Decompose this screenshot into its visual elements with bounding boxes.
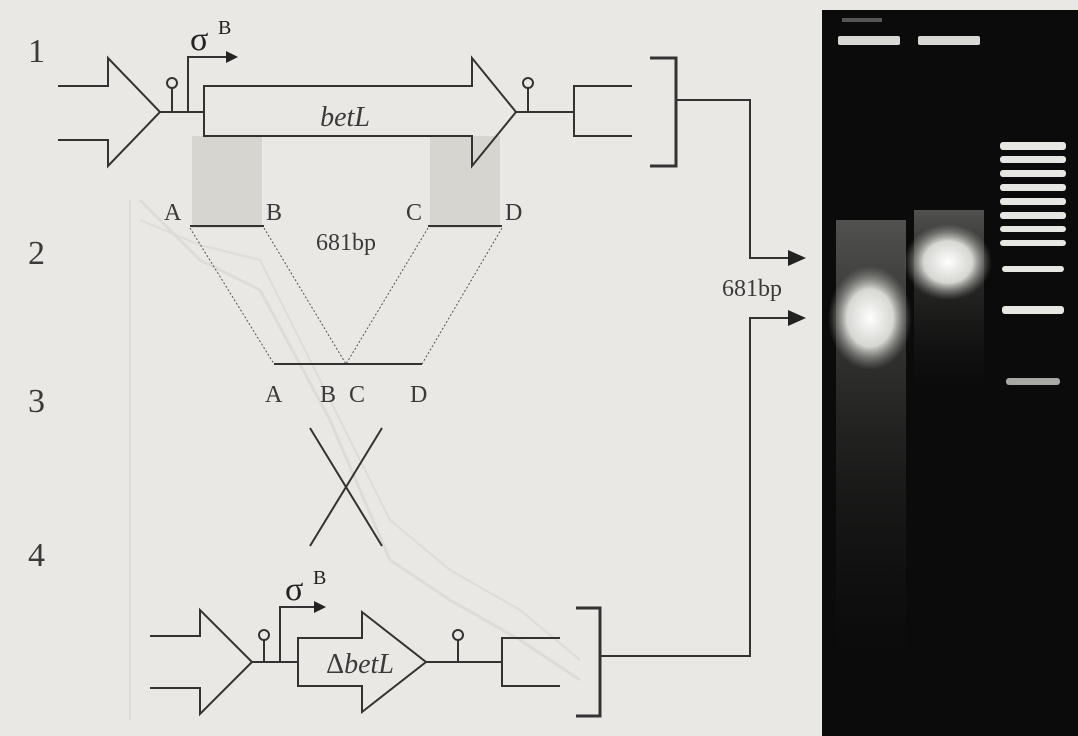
primer-c-label: C	[406, 200, 422, 226]
crossover-icon	[310, 428, 382, 546]
gel-well-edge	[842, 18, 882, 22]
fused-b-label: B	[320, 382, 336, 408]
ladder-band	[1000, 240, 1066, 246]
betl-gene-label: betL	[320, 102, 370, 133]
gel-size-label: 681bp	[722, 276, 782, 302]
terminator-icon	[167, 78, 177, 88]
wildtype-locus: σ B betL	[58, 17, 676, 228]
sigma-label: σ	[190, 21, 208, 58]
ladder-band	[1006, 378, 1060, 385]
ladder-band	[1000, 156, 1066, 163]
ladder-band	[1000, 142, 1066, 150]
arrow-icon	[788, 250, 806, 266]
gel-connectors: 681bp	[600, 100, 806, 656]
connector-mutant	[600, 318, 790, 656]
ladder-band	[1000, 226, 1066, 232]
terminator-icon-2	[523, 78, 533, 88]
ladder-band	[1002, 306, 1064, 314]
fused-d-label: D	[410, 382, 427, 408]
connector-wildtype	[676, 100, 790, 258]
bracket-mutant	[576, 608, 600, 716]
ladder-band	[1000, 212, 1066, 219]
mutant-pcr-band	[828, 266, 912, 370]
guide-line	[190, 228, 274, 364]
upstream-gene-arrow	[58, 58, 160, 166]
primer-d-label: D	[505, 200, 522, 226]
primer-b-label: B	[266, 200, 282, 226]
delta-betl-label: ΔbetL	[326, 649, 394, 680]
step-number-3: 3	[28, 383, 45, 420]
fused-fragment: A B C D	[265, 364, 427, 408]
terminator-icon	[453, 630, 463, 640]
ladder-band	[1000, 184, 1066, 191]
ladder-band	[1000, 170, 1066, 177]
promoter-arrow-icon	[226, 51, 238, 63]
guide-line	[422, 228, 502, 364]
bracket-wildtype	[650, 58, 676, 166]
ladder-band	[1002, 266, 1064, 272]
primer-a-label: A	[164, 200, 182, 226]
agarose-gel-image	[822, 10, 1078, 736]
gel-well-1	[838, 36, 900, 45]
arrow-icon	[788, 310, 806, 326]
downstream-gene-bracket	[574, 86, 632, 136]
wildtype-pcr-band	[904, 224, 992, 300]
terminator-icon	[259, 630, 269, 640]
sigma-superscript-mutant: B	[313, 567, 326, 589]
sigma-superscript: B	[218, 17, 231, 39]
promoter-line	[188, 57, 228, 112]
homology-region-left	[192, 136, 262, 228]
homology-region-right	[430, 136, 500, 228]
ladder-band	[1000, 198, 1066, 205]
sigma-label-mutant: σ	[285, 571, 303, 608]
fused-a-label: A	[265, 382, 283, 408]
fused-c-label: C	[349, 382, 365, 408]
step-number-4: 4	[28, 537, 45, 574]
fragment-size-label: 681bp	[316, 230, 376, 256]
step-number-2: 2	[28, 235, 45, 272]
step-number-1: 1	[28, 33, 45, 70]
gel-well-2	[918, 36, 980, 45]
upstream-gene-arrow-mutant	[150, 610, 252, 714]
promoter-arrow-icon	[314, 601, 326, 613]
background-ghost-plot	[130, 200, 580, 720]
deletion-locus: σ B ΔbetL	[150, 567, 600, 716]
